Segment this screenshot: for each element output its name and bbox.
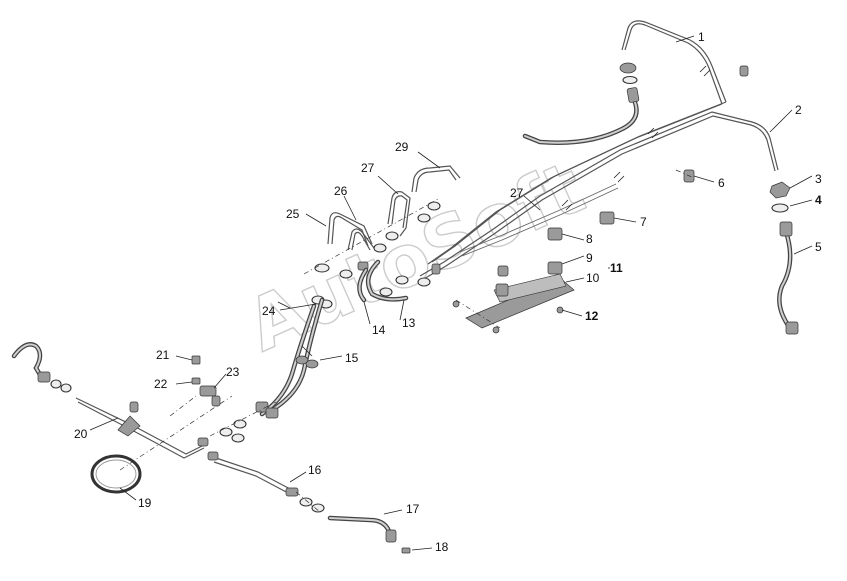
hose-upper (522, 62, 640, 145)
callout-12: 12 (585, 309, 599, 323)
callout-11: 11 (610, 261, 623, 275)
hose-17 (299, 497, 397, 543)
callout-7: 7 (640, 215, 647, 229)
callout-13: 13 (402, 316, 416, 330)
pipe-25 (327, 212, 373, 247)
pipe-16 (213, 457, 299, 497)
hose-14 (357, 267, 369, 303)
washer-4 (771, 203, 789, 213)
clamp-ring-19 (90, 454, 142, 494)
callout-23: 23 (226, 365, 240, 379)
watermark-text: AutoSoft (235, 145, 596, 367)
clip-7 (599, 211, 615, 225)
pipe-1 (427, 20, 727, 265)
nut-22 (191, 377, 201, 385)
clip-9 (495, 261, 563, 297)
pipe-20 (75, 397, 207, 459)
callout-26: 26 (334, 184, 348, 198)
callout-15: 15 (345, 351, 359, 365)
callout-16: 16 (308, 463, 322, 477)
callout-6: 6 (718, 176, 725, 190)
fittings-lower (197, 419, 247, 461)
callout-10: 10 (586, 271, 600, 285)
bolt-12 (452, 300, 564, 334)
callout-labels: 1 2 3 4 5 6 7 8 9 10 11 12 13 14 15 16 1… (74, 30, 822, 554)
pipe-27-upper (459, 183, 619, 257)
assembly-axes (119, 169, 695, 513)
callout-22: 22 (154, 377, 168, 391)
pipe-2 (419, 111, 779, 281)
callout-18: 18 (435, 540, 449, 554)
bolt-21 (191, 355, 201, 365)
leader-lines (89, 35, 813, 551)
callout-14: 14 (372, 323, 386, 337)
callout-19: 19 (138, 496, 152, 510)
hose-5 (777, 221, 799, 335)
callout-24: 24 (262, 304, 276, 318)
callout-4: 4 (815, 193, 822, 207)
callout-20: 20 (74, 427, 88, 441)
pipe-break-marks (561, 65, 711, 211)
callout-25: 25 (286, 207, 300, 221)
pipe-26 (347, 228, 375, 251)
callout-27-upper: 27 (361, 161, 375, 175)
callout-3: 3 (815, 172, 822, 186)
callout-29: 29 (395, 140, 409, 154)
hose-13 (365, 259, 409, 302)
callout-17: 17 (406, 502, 420, 516)
pipe-27-left (387, 191, 411, 237)
bolt-18 (401, 547, 411, 554)
callout-1: 1 (698, 30, 705, 44)
callout-8: 8 (586, 232, 593, 246)
tee-23 (129, 385, 221, 413)
clip-8 (547, 227, 563, 241)
fitting-3 (769, 181, 791, 199)
callout-21: 21 (156, 348, 170, 362)
pipe-29 (411, 165, 461, 193)
hose-left (11, 342, 72, 393)
callout-2: 2 (795, 103, 802, 117)
callout-9: 9 (586, 251, 593, 265)
bracket-plate-10 (465, 273, 575, 329)
callout-27-lower: 27 (510, 186, 524, 200)
callout-5: 5 (815, 240, 822, 254)
